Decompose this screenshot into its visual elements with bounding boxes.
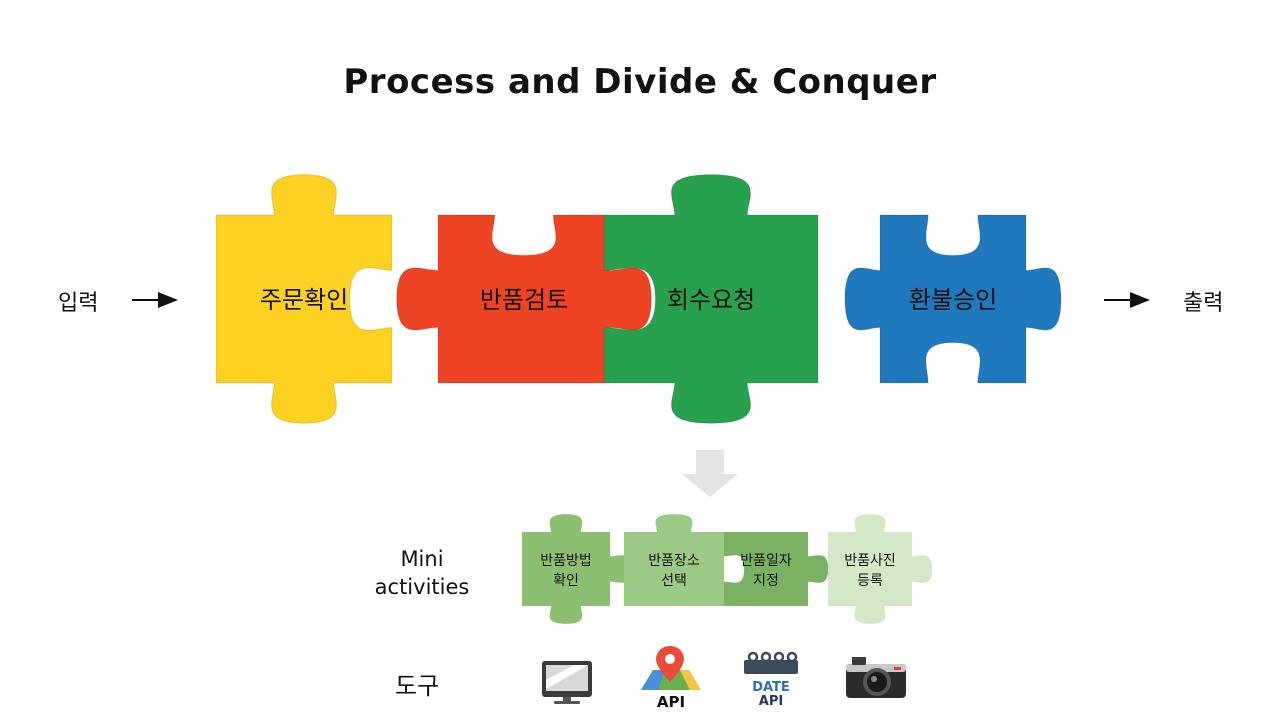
date-text: DATE	[752, 680, 790, 695]
mini-activity-shape	[522, 514, 632, 624]
process-piece: 회수요청	[603, 173, 819, 425]
mini-activity-label: 반품사진	[844, 553, 896, 569]
mini-activities-label-line: Mini	[400, 547, 444, 571]
process-piece: 환불승인	[844, 214, 1062, 384]
tool-monitor	[542, 661, 592, 704]
output-label: 출력	[1183, 291, 1224, 316]
mini-activity-label: 지정	[753, 573, 779, 589]
tool-camera	[846, 657, 906, 698]
mini-activity-label: 선택	[661, 573, 687, 589]
page-title: Process and Divide & Conquer	[343, 62, 937, 102]
process-pieces: 주문확인 반품검토 회수요청 환불승인	[215, 173, 1062, 425]
map-api-text: API	[657, 693, 685, 711]
process-piece-shape	[844, 214, 1062, 384]
mini-activity-shape	[624, 514, 724, 606]
mini-activity-label: 반품일자	[740, 553, 792, 569]
calendar-icon	[744, 651, 798, 674]
process-label: 회수요청	[667, 286, 755, 314]
mini-activity-shape	[724, 532, 829, 606]
tool-map-api: API	[641, 646, 701, 711]
process-piece: 반품검토	[395, 214, 653, 384]
mini-activities-label: Mini activities	[362, 545, 482, 601]
mini-activity-label: 확인	[553, 573, 579, 589]
mini-activity-label: 반품방법	[540, 553, 592, 569]
camera-icon	[846, 657, 906, 698]
input-label: 입력	[58, 291, 99, 316]
process-label: 반품검토	[480, 286, 568, 314]
date-api-text: API	[759, 694, 783, 709]
process-label: 환불승인	[909, 286, 997, 314]
process-piece-shape	[215, 173, 393, 425]
process-piece-shape	[395, 214, 653, 384]
mini-activity-label: 반품장소	[648, 553, 700, 569]
mini-activity-shape	[828, 514, 933, 624]
monitor-icon	[542, 661, 592, 704]
down-arrow-icon	[682, 450, 738, 497]
tools-label: 도구	[395, 672, 440, 700]
process-label: 주문확인	[260, 286, 348, 314]
map-pin-icon	[641, 646, 701, 690]
process-piece-shape	[603, 173, 819, 425]
tool-date-api: DATE API	[744, 651, 798, 709]
mini-activity-label: 등록	[857, 573, 883, 589]
mini-activities-label-line: activities	[374, 575, 470, 599]
process-piece: 주문확인	[215, 173, 393, 425]
